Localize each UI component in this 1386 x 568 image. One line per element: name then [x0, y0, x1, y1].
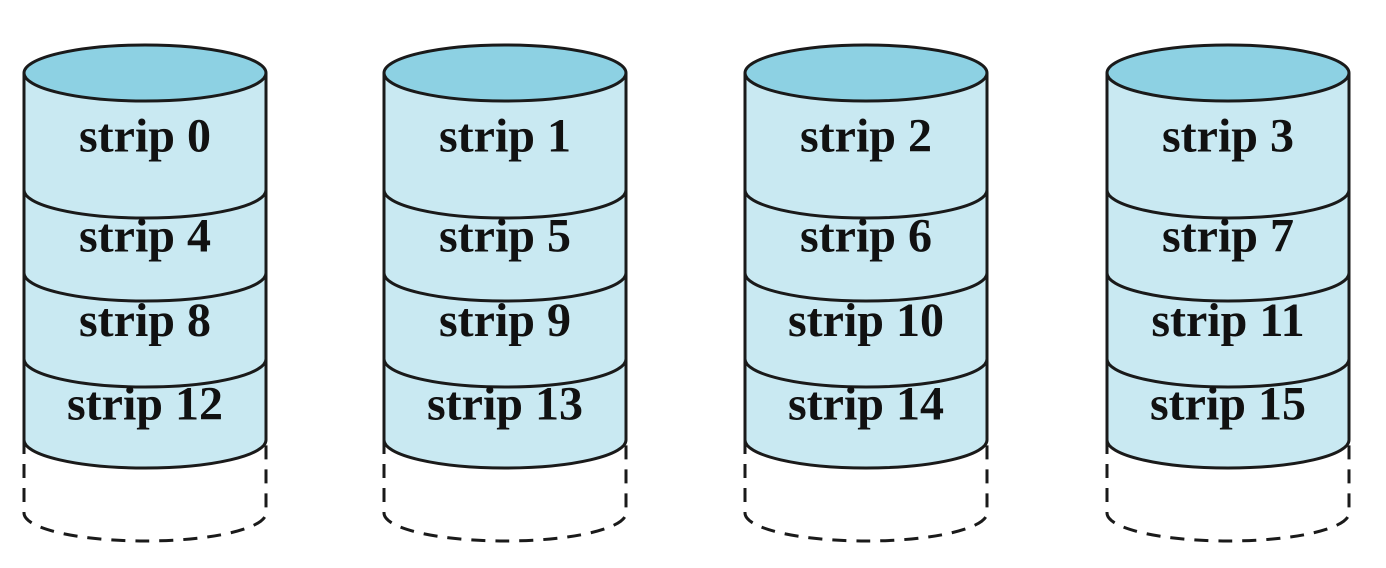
- strip-label: strip 14: [788, 378, 944, 431]
- strip-boundary: [1105, 358, 1351, 389]
- disk-continuation: [1105, 440, 1351, 543]
- disk: strip 3 strip 7 strip 11 strip 15: [1105, 43, 1351, 543]
- strip-boundary: [743, 439, 989, 470]
- disk-body: [384, 73, 626, 468]
- disk-top-cap: [22, 43, 268, 103]
- strip-label: strip 7: [1162, 210, 1294, 263]
- strip-boundary: [743, 272, 989, 303]
- disk-continuation: [22, 440, 268, 543]
- disk-body: [1107, 73, 1349, 468]
- disk-top-cap: [1105, 43, 1351, 103]
- strip-label: strip 10: [788, 294, 944, 347]
- strip-boundary: [1105, 272, 1351, 303]
- strip-label: strip 1: [439, 110, 571, 163]
- strip-label: strip 8: [79, 294, 211, 347]
- strip-boundary: [1105, 189, 1351, 220]
- disk: strip 1 strip 5 strip 9 strip 13: [382, 43, 628, 543]
- strip-boundary: [382, 272, 628, 303]
- disk-top-cap: [382, 43, 628, 103]
- strip-label: strip 3: [1162, 110, 1294, 163]
- strip-label: strip 2: [800, 110, 932, 163]
- strip-label: strip 15: [1150, 378, 1306, 431]
- strip-label: strip 4: [79, 210, 211, 263]
- disk-continuation: [382, 440, 628, 543]
- strip-label: strip 5: [439, 210, 571, 263]
- strip-boundary: [382, 358, 628, 389]
- disk-top-cap: [743, 43, 989, 103]
- strip-label: strip 6: [800, 210, 932, 263]
- disk-continuation: [743, 440, 989, 543]
- disk: strip 2 strip 6 strip 10 strip 14: [743, 43, 989, 543]
- disk: strip 0 strip 4 strip 8 strip 12: [22, 43, 268, 543]
- strip-boundary: [743, 189, 989, 220]
- strip-label: strip 12: [67, 378, 223, 431]
- strip-boundary: [22, 358, 268, 389]
- strip-boundary: [22, 439, 268, 470]
- disk-body: [745, 73, 987, 468]
- strip-boundary: [22, 189, 268, 220]
- strip-boundary: [382, 439, 628, 470]
- strip-label: strip 13: [427, 378, 583, 431]
- strip-label: strip 11: [1151, 294, 1304, 347]
- strip-boundary: [743, 358, 989, 389]
- disk-body: [24, 73, 266, 468]
- strip-boundary: [22, 272, 268, 303]
- strip-boundary: [382, 189, 628, 220]
- strip-label: strip 0: [79, 110, 211, 163]
- strip-boundary: [1105, 439, 1351, 470]
- strip-label: strip 9: [439, 294, 571, 347]
